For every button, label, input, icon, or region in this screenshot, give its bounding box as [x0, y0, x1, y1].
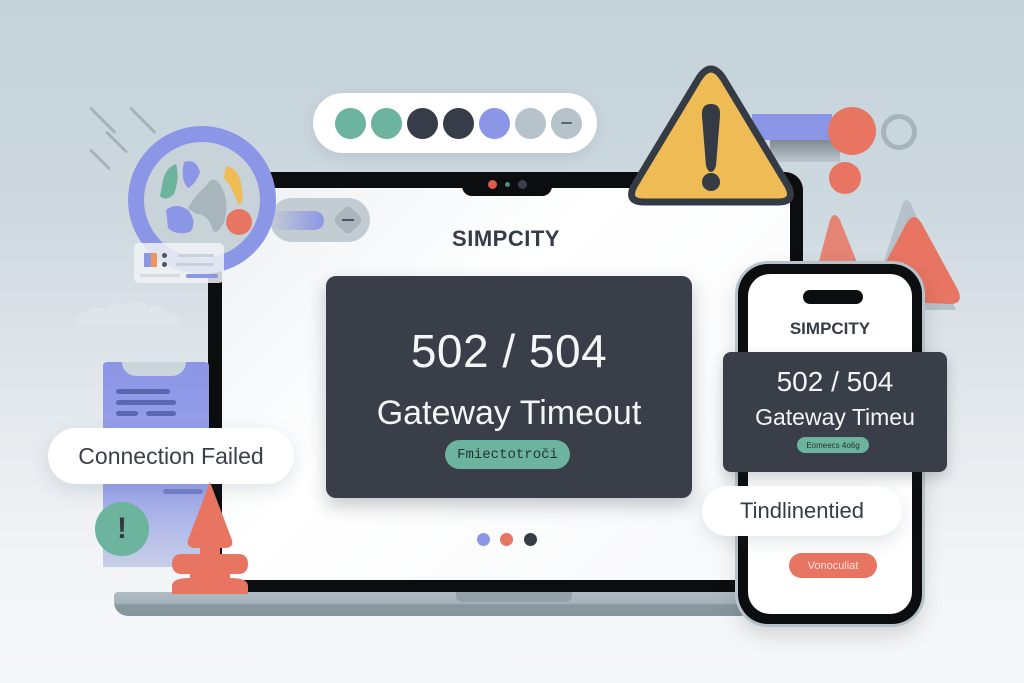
mini-info-card [134, 243, 224, 283]
error-code: 502 / 504 [410, 325, 608, 377]
text-line [116, 389, 170, 394]
mini-line [178, 254, 214, 257]
swatch-dark[interactable] [407, 107, 438, 139]
phone-error-code: 502 / 504 [776, 366, 894, 397]
pager-dot[interactable] [477, 533, 490, 546]
minus-icon [342, 219, 354, 221]
error-message: Gateway Timeout [376, 394, 642, 432]
mini-line [176, 263, 214, 266]
decor-line [88, 106, 117, 135]
alert-badge-icon: ! [95, 502, 149, 556]
pager-dot[interactable] [524, 533, 537, 546]
decor-line [128, 106, 157, 135]
camera-lens [505, 182, 510, 187]
swatch-green[interactable] [335, 107, 366, 139]
text-line [116, 400, 176, 405]
minus-icon [561, 121, 572, 124]
laptop-base [114, 592, 754, 616]
map-blob-icon [160, 161, 252, 235]
decor-bar-gray [770, 140, 840, 162]
phone-brand: SIMPCITY [789, 319, 871, 338]
error-card: 502 / 504 Gateway Timeout Fmiectotroči [326, 276, 692, 498]
pager-dot[interactable] [500, 533, 513, 546]
cloud-icon [76, 302, 180, 325]
swatch-purple[interactable] [479, 107, 510, 139]
decor-circle-red-small [829, 162, 861, 194]
mini-bar-blue [144, 253, 151, 267]
left-phone-notch [122, 362, 186, 376]
text-line [116, 411, 138, 416]
text-line [146, 411, 176, 416]
phone-error-card: 502 / 504 Gateway Timeu Eomeecs 4o6g [723, 352, 947, 472]
decor-line [104, 130, 129, 154]
search-slider-fill [270, 211, 324, 230]
phone-action-button[interactable]: Vonoculiat [789, 553, 877, 578]
collapse-button[interactable] [551, 107, 582, 139]
laptop-trackpad-notch [456, 592, 572, 602]
alert-tree-icon [172, 482, 248, 594]
camera-dot-dark [518, 180, 527, 189]
color-palette-bar [313, 93, 597, 153]
connection-failed-toast: Connection Failed [48, 428, 294, 484]
mini-dot [162, 262, 167, 267]
phone-notch [803, 290, 863, 304]
phone-toast: Tindlinentied [702, 486, 902, 536]
swatch-dark[interactable] [443, 107, 474, 139]
phone-error-message: Gateway Timeu [755, 404, 915, 430]
decor-ring [881, 114, 917, 150]
warning-icon [628, 65, 794, 206]
swatch-gray[interactable] [515, 107, 546, 139]
decor-bar-purple [752, 114, 832, 140]
mini-dot [162, 253, 167, 258]
phone-retry-button[interactable]: Eomeecs 4o6g [797, 437, 869, 453]
mini-progress [186, 274, 218, 278]
text-line [163, 489, 203, 494]
swatch-green[interactable] [371, 107, 402, 139]
camera-dot-red [488, 180, 497, 189]
decor-line [88, 148, 111, 171]
mini-bar-orange [151, 253, 157, 267]
site-brand: SIMPCITY [452, 226, 560, 251]
decor-circle-red [828, 107, 876, 155]
mini-line [140, 274, 180, 277]
retry-button[interactable]: Fmiectotroči [445, 440, 570, 469]
